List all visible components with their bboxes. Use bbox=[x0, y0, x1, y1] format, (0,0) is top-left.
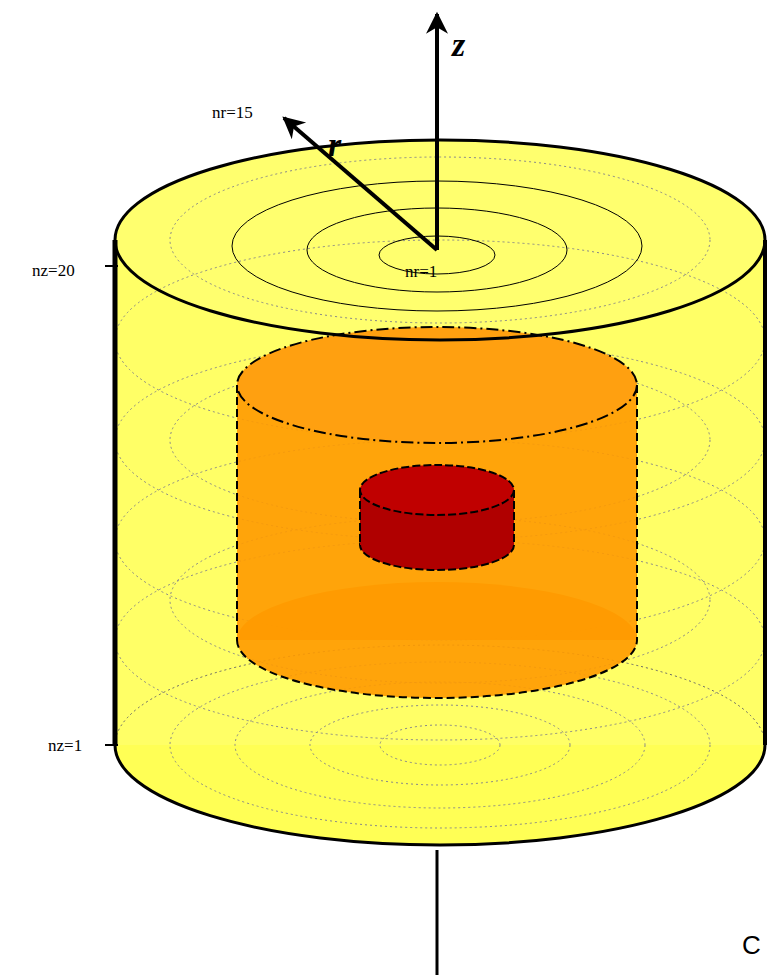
caption-fragment: C bbox=[742, 932, 761, 958]
inner-cylinder bbox=[360, 465, 514, 570]
layer-index: nz=1 bbox=[48, 737, 82, 754]
tick bbox=[105, 265, 118, 267]
ring-index: nr=1 bbox=[405, 263, 437, 280]
layer-index: nz=20 bbox=[32, 262, 75, 279]
z-axis-lower bbox=[436, 850, 439, 975]
axis-label: r bbox=[328, 128, 341, 162]
r-arrow bbox=[284, 118, 437, 250]
middle-cylinder bbox=[237, 327, 637, 698]
ring-index: nr=15 bbox=[212, 104, 253, 121]
tick bbox=[105, 744, 118, 746]
axis-label: z bbox=[452, 28, 465, 62]
outer-cylinder bbox=[115, 140, 765, 845]
grid-rings bbox=[115, 157, 765, 845]
outer-outline bbox=[115, 140, 765, 845]
z-axis bbox=[435, 14, 439, 250]
